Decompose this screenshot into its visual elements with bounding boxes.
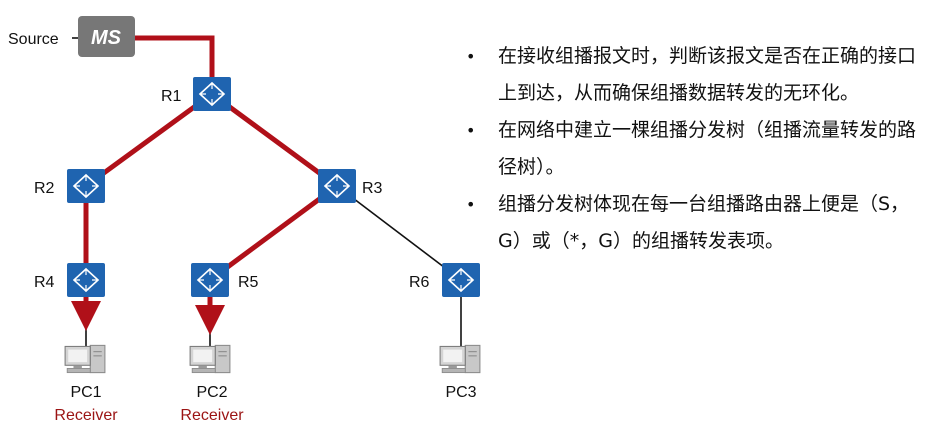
multicast-source-node: MS <box>78 16 135 57</box>
router-r1: R1 <box>161 77 231 111</box>
tree-branch-to-pc2 <box>195 91 342 335</box>
router-label: R1 <box>161 88 182 105</box>
bullet-item: 在网络中建立一棵组播分发树（组播流量转发的路径树）。 <box>466 112 926 186</box>
link-r3-r6 <box>336 185 462 281</box>
receiver-label: Receiver <box>180 407 244 424</box>
bullet-list: 在接收组播报文时，判断该报文是否在正确的接口上到达，从而确保组播数据转发的无环化… <box>466 38 926 260</box>
router-icon <box>442 263 480 297</box>
router-r5: R5 <box>191 263 259 297</box>
router-label: R4 <box>34 274 55 291</box>
bullet-text: 在接收组播报文时，判断该报文是否在正确的接口上到达，从而确保组播数据转发的无环化… <box>498 45 917 104</box>
computer-icon <box>189 344 231 374</box>
router-icon <box>191 263 229 297</box>
computer-icon <box>439 344 481 374</box>
pc-label: PC3 <box>445 384 476 401</box>
computer-icon <box>64 344 106 374</box>
ms-box <box>78 16 135 57</box>
pc-pc2: PC2 Receiver <box>180 344 244 424</box>
router-icon <box>67 169 105 203</box>
router-label: R6 <box>409 274 430 291</box>
router-label: R5 <box>238 274 259 291</box>
bullet-item: 在接收组播报文时，判断该报文是否在正确的接口上到达，从而确保组播数据转发的无环化… <box>466 38 926 112</box>
pc-pc1: PC1 Receiver <box>54 344 118 424</box>
bullet-text: 在网络中建立一棵组播分发树（组播流量转发的路径树）。 <box>498 119 917 178</box>
router-label: R2 <box>34 180 55 197</box>
router-r4: R4 <box>34 263 105 297</box>
pc-label: PC1 <box>70 384 101 401</box>
pc-pc3: PC3 <box>439 344 481 401</box>
router-r6: R6 <box>409 263 480 297</box>
network-links <box>72 37 462 352</box>
bullet-text: 组播分发树体现在每一台组播路由器上便是（S，G）或（*，G）的组播转发表项。 <box>498 193 910 252</box>
bullet-item: 组播分发树体现在每一台组播路由器上便是（S，G）或（*，G）的组播转发表项。 <box>466 186 926 260</box>
router-icon <box>193 77 231 111</box>
router-r3: R3 <box>318 169 383 203</box>
multicast-topology-diagram: Source MS R1 R2 R3 R4 R5 R6 PC1 Receiver… <box>8 16 481 424</box>
router-icon <box>318 169 356 203</box>
router-icon <box>67 263 105 297</box>
pc-label: PC2 <box>196 384 227 401</box>
router-label: R3 <box>362 180 383 197</box>
router-r2: R2 <box>34 169 105 203</box>
source-label: Source <box>8 31 59 48</box>
receiver-label: Receiver <box>54 407 118 424</box>
ms-label: MS <box>91 27 122 49</box>
